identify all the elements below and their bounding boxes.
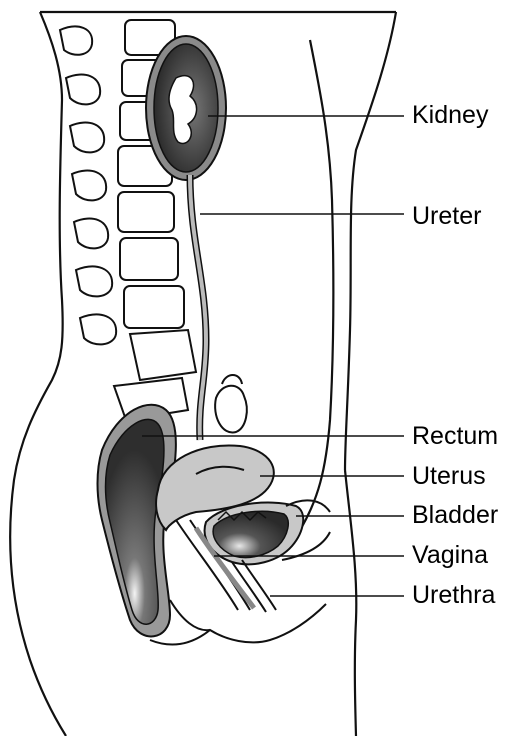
label-ureter: Ureter	[412, 204, 481, 229]
label-rectum: Rectum	[412, 424, 498, 449]
label-urethra: Urethra	[412, 583, 495, 608]
kidney-organ	[146, 36, 226, 180]
label-uterus: Uterus	[412, 464, 486, 489]
ovary	[215, 375, 247, 433]
label-kidney: Kidney	[412, 103, 488, 128]
bladder-organ	[205, 503, 304, 565]
label-bladder: Bladder	[412, 503, 498, 528]
label-vagina: Vagina	[412, 543, 488, 568]
